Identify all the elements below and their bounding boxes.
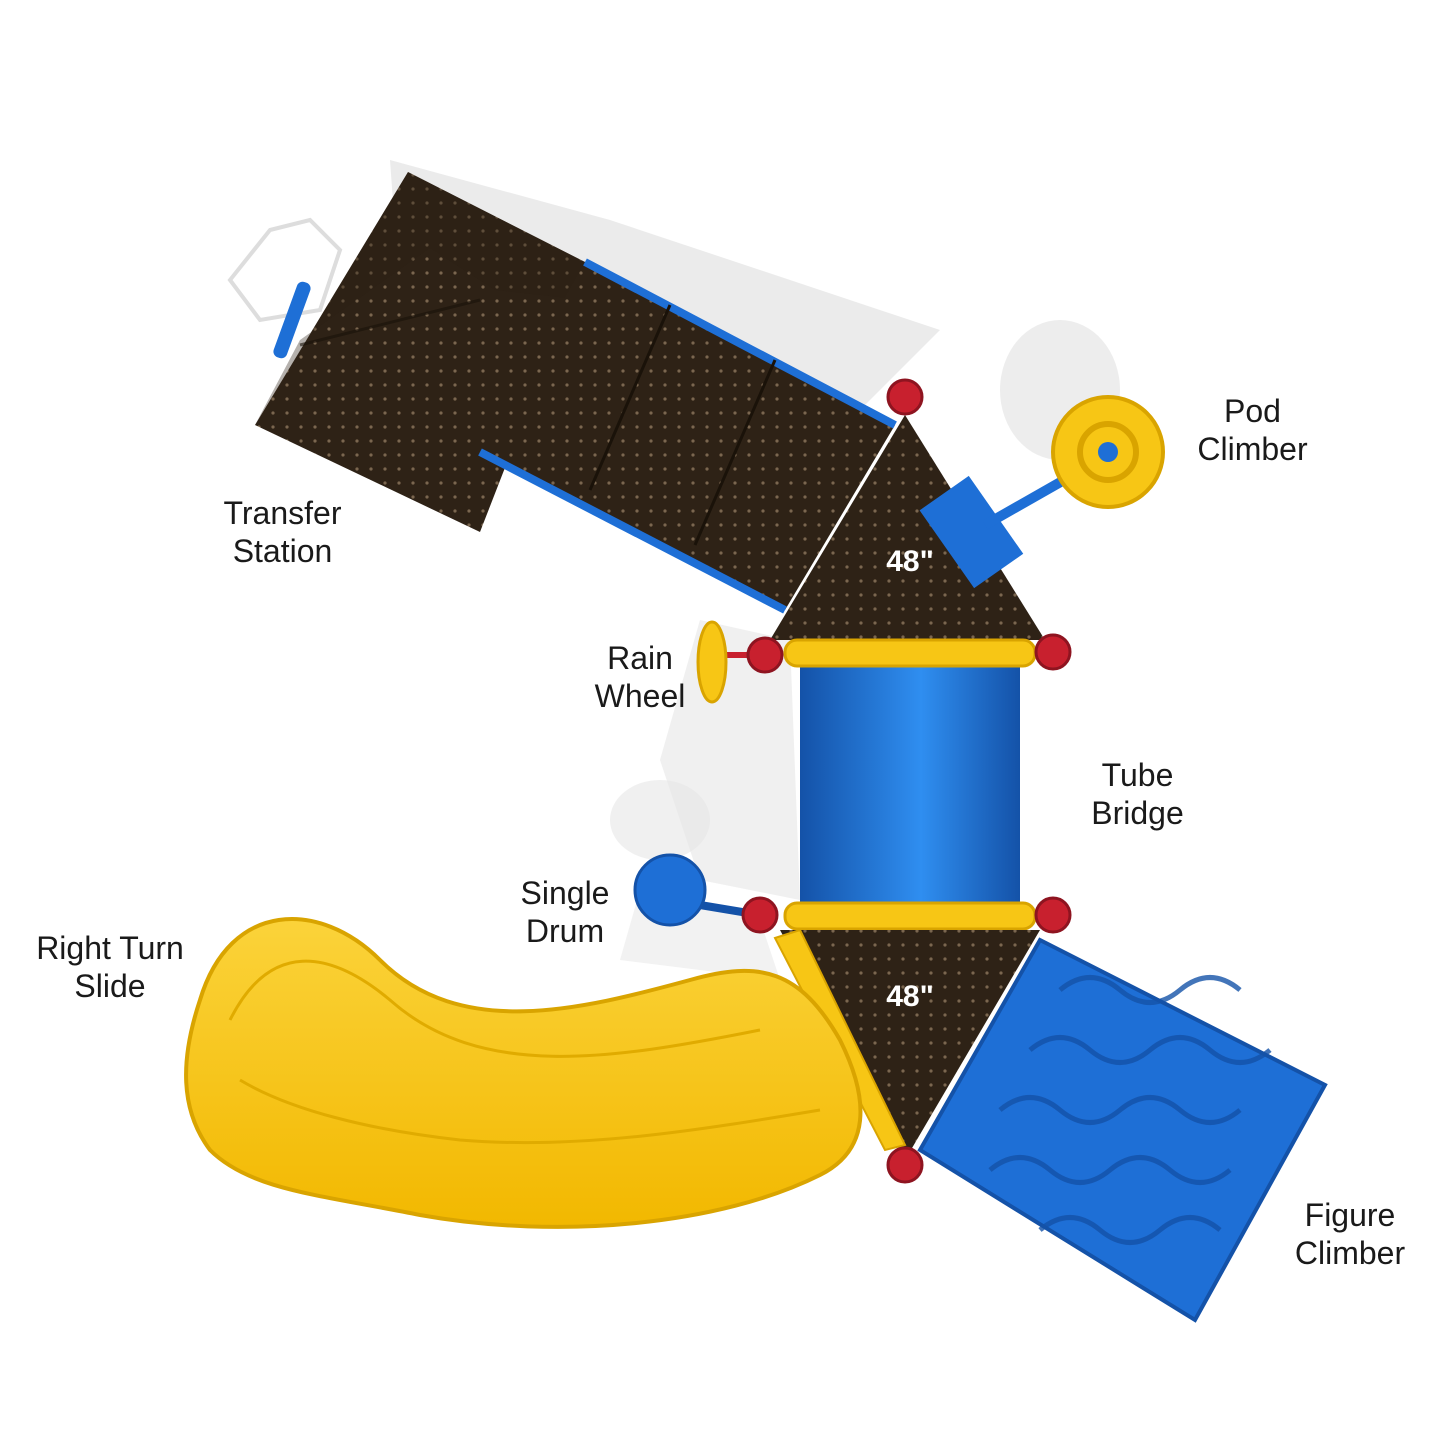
label-line: Drum [525, 913, 605, 949]
figure-climber [917, 937, 1328, 1323]
label-transfer-station: Transfer Station [200, 494, 365, 570]
label-line: Pod [1224, 393, 1281, 429]
label-line: Climber [1294, 1235, 1406, 1271]
label-line: Single [520, 875, 610, 911]
lower-deck-height: 48" [886, 980, 934, 1013]
pod-climber [982, 395, 1165, 530]
label-single-drum: Single Drum [500, 874, 630, 950]
post-clamps [741, 378, 1072, 1184]
upper-triangle-deck [770, 415, 1045, 640]
label-line: Bridge [1091, 795, 1184, 831]
label-figure-climber: Figure Climber [1275, 1196, 1425, 1272]
tube-bridge [783, 638, 1037, 931]
label-line: Tube [1101, 757, 1174, 793]
label-line: Station [232, 533, 333, 569]
deck-walkway [478, 258, 897, 614]
label-line: Transfer [223, 495, 342, 531]
label-tube-bridge: Tube Bridge [1070, 756, 1205, 832]
label-right-turn-slide: Right Turn Slide [20, 929, 200, 1005]
label-line: Wheel [594, 678, 686, 714]
label-line: Right Turn [36, 930, 184, 966]
right-turn-slide [184, 917, 863, 1229]
upper-deck-height: 48" [886, 545, 934, 578]
label-line: Figure [1304, 1197, 1396, 1233]
label-line: Climber [1197, 431, 1308, 467]
label-pod-climber: Pod Climber [1175, 392, 1330, 468]
label-line: Rain [607, 640, 673, 676]
label-rain-wheel: Rain Wheel [575, 639, 705, 715]
label-line: Slide [74, 968, 146, 1004]
ground-shadows [227, 160, 1120, 980]
